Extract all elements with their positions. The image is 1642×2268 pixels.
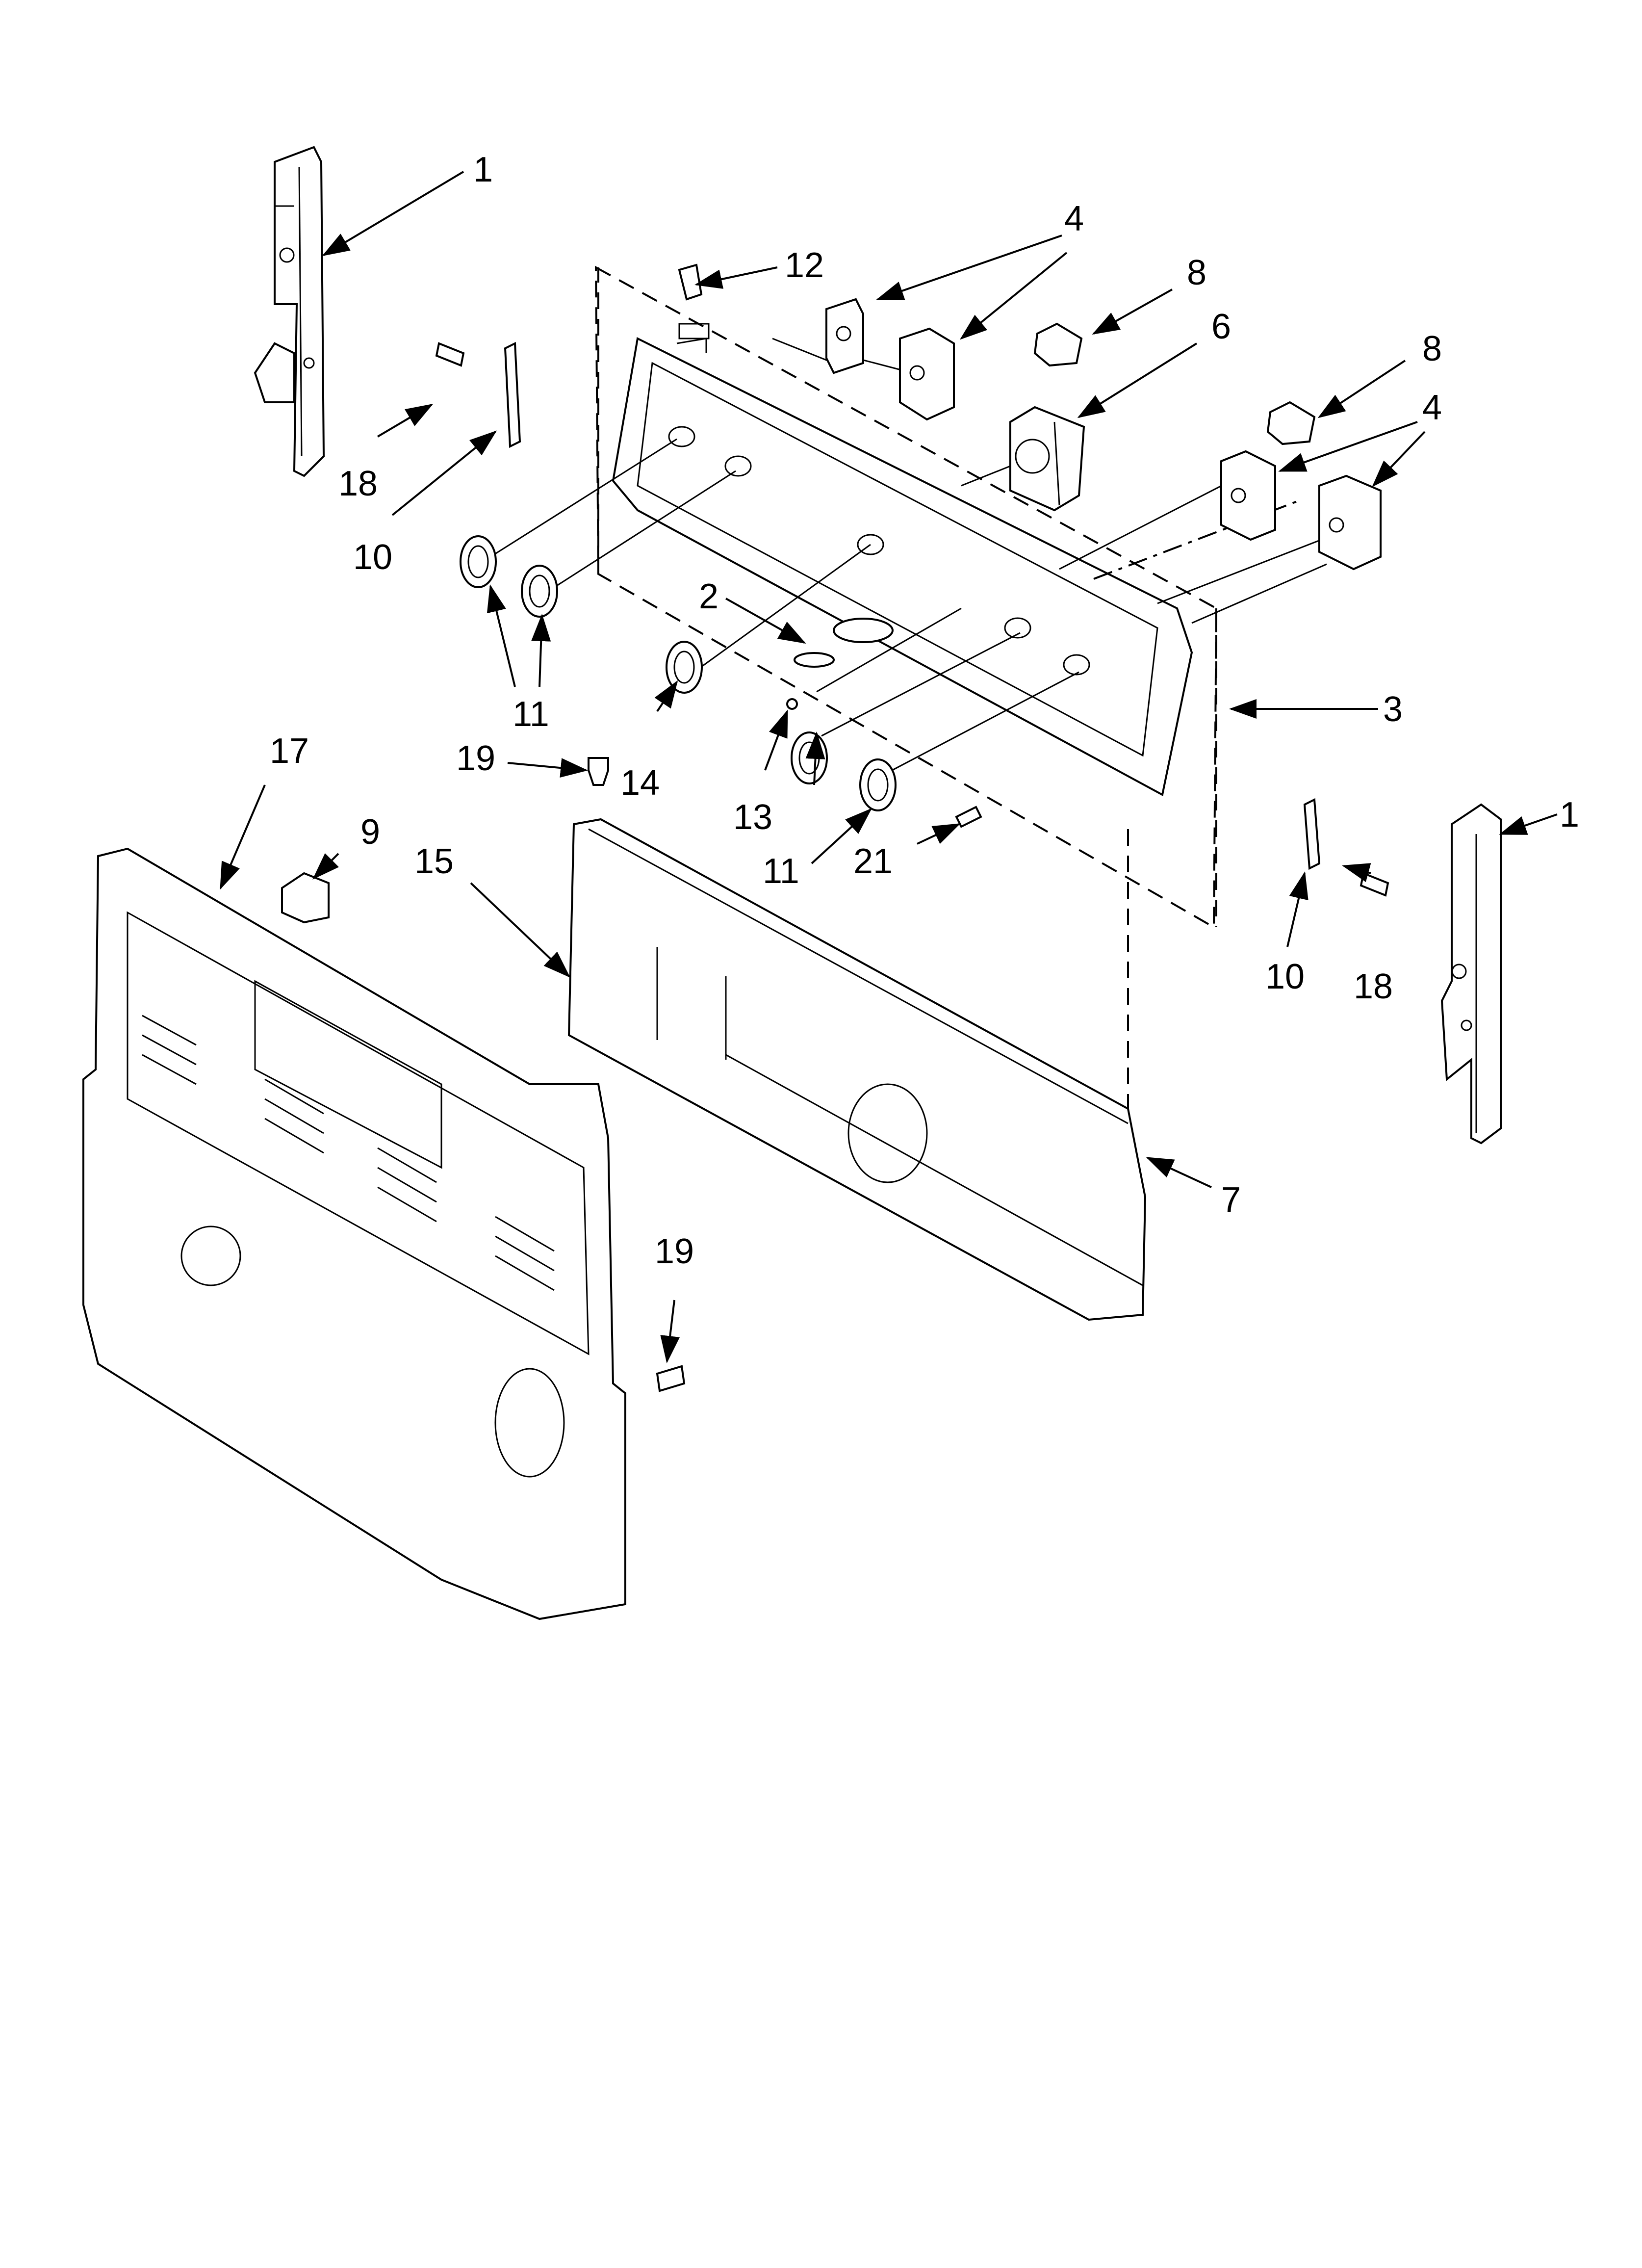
control-knob-5 [859, 758, 897, 811]
callout-11-mid: 11 [763, 852, 799, 891]
rear-panel [82, 847, 626, 1620]
right-side-bracket [1440, 803, 1502, 1145]
assembly-outline [594, 265, 1218, 1133]
bumper-9 [281, 872, 330, 924]
callout-4-top: 4 [1064, 199, 1084, 238]
infinite-switch-1 [825, 298, 864, 374]
control-panel-console [612, 323, 1193, 797]
callout-3: 3 [1383, 690, 1403, 729]
control-knob-1 [460, 535, 497, 588]
left-side-bracket [254, 146, 325, 477]
callout-21: 21 [853, 842, 893, 881]
callout-1-left: 1 [473, 150, 493, 189]
rocker-switch [678, 263, 703, 301]
infinite-switch-2 [899, 327, 955, 421]
indicator-light-right [1266, 401, 1316, 445]
callout-1-right: 1 [1560, 795, 1579, 834]
callout-2: 2 [699, 577, 718, 616]
screw-18-left [435, 342, 465, 367]
clip-10-left [504, 341, 521, 448]
control-knob-4 [791, 731, 828, 784]
control-knob-2 [521, 565, 558, 618]
clip-10-right [1303, 798, 1321, 870]
callout-6: 6 [1211, 307, 1231, 346]
screw-19-bottom [656, 1365, 686, 1392]
callout-10-left: 10 [353, 538, 392, 577]
screw-21 [955, 806, 982, 828]
electronic-clock [1009, 406, 1085, 512]
callout-12: 12 [785, 246, 824, 285]
screw-13 [786, 698, 798, 710]
callout-19-bottom: 19 [655, 1232, 694, 1271]
callout-17: 17 [270, 731, 309, 771]
callout-10-right: 10 [1265, 957, 1305, 996]
callout-9: 9 [360, 812, 380, 852]
callout-19-top: 19 [456, 739, 495, 778]
leader-lines [220, 171, 1558, 1363]
callout-labels: 1 12 4 8 6 8 4 18 10 2 11 3 19 14 13 17 … [270, 150, 1579, 1271]
callout-7: 7 [1221, 1180, 1241, 1220]
infinite-switch-3 [1220, 450, 1276, 541]
callout-14: 14 [620, 763, 660, 803]
connector-lines [490, 338, 1334, 776]
callout-4-right: 4 [1422, 388, 1442, 427]
callout-18-right: 18 [1354, 967, 1393, 1006]
badge-2 [794, 652, 835, 668]
infinite-switch-4 [1318, 474, 1382, 571]
callout-15: 15 [414, 842, 454, 881]
callout-8-right: 8 [1422, 329, 1442, 368]
callout-18-left: 18 [338, 464, 378, 503]
manifold-panel [567, 818, 1147, 1321]
callout-13: 13 [733, 798, 772, 837]
screw-19-top [588, 757, 609, 786]
screw-18-right [1360, 872, 1389, 897]
control-knob-3 [666, 641, 703, 694]
callout-11-left: 11 [513, 695, 549, 734]
indicator-light-top [1033, 322, 1083, 367]
callout-8-top: 8 [1187, 253, 1206, 292]
